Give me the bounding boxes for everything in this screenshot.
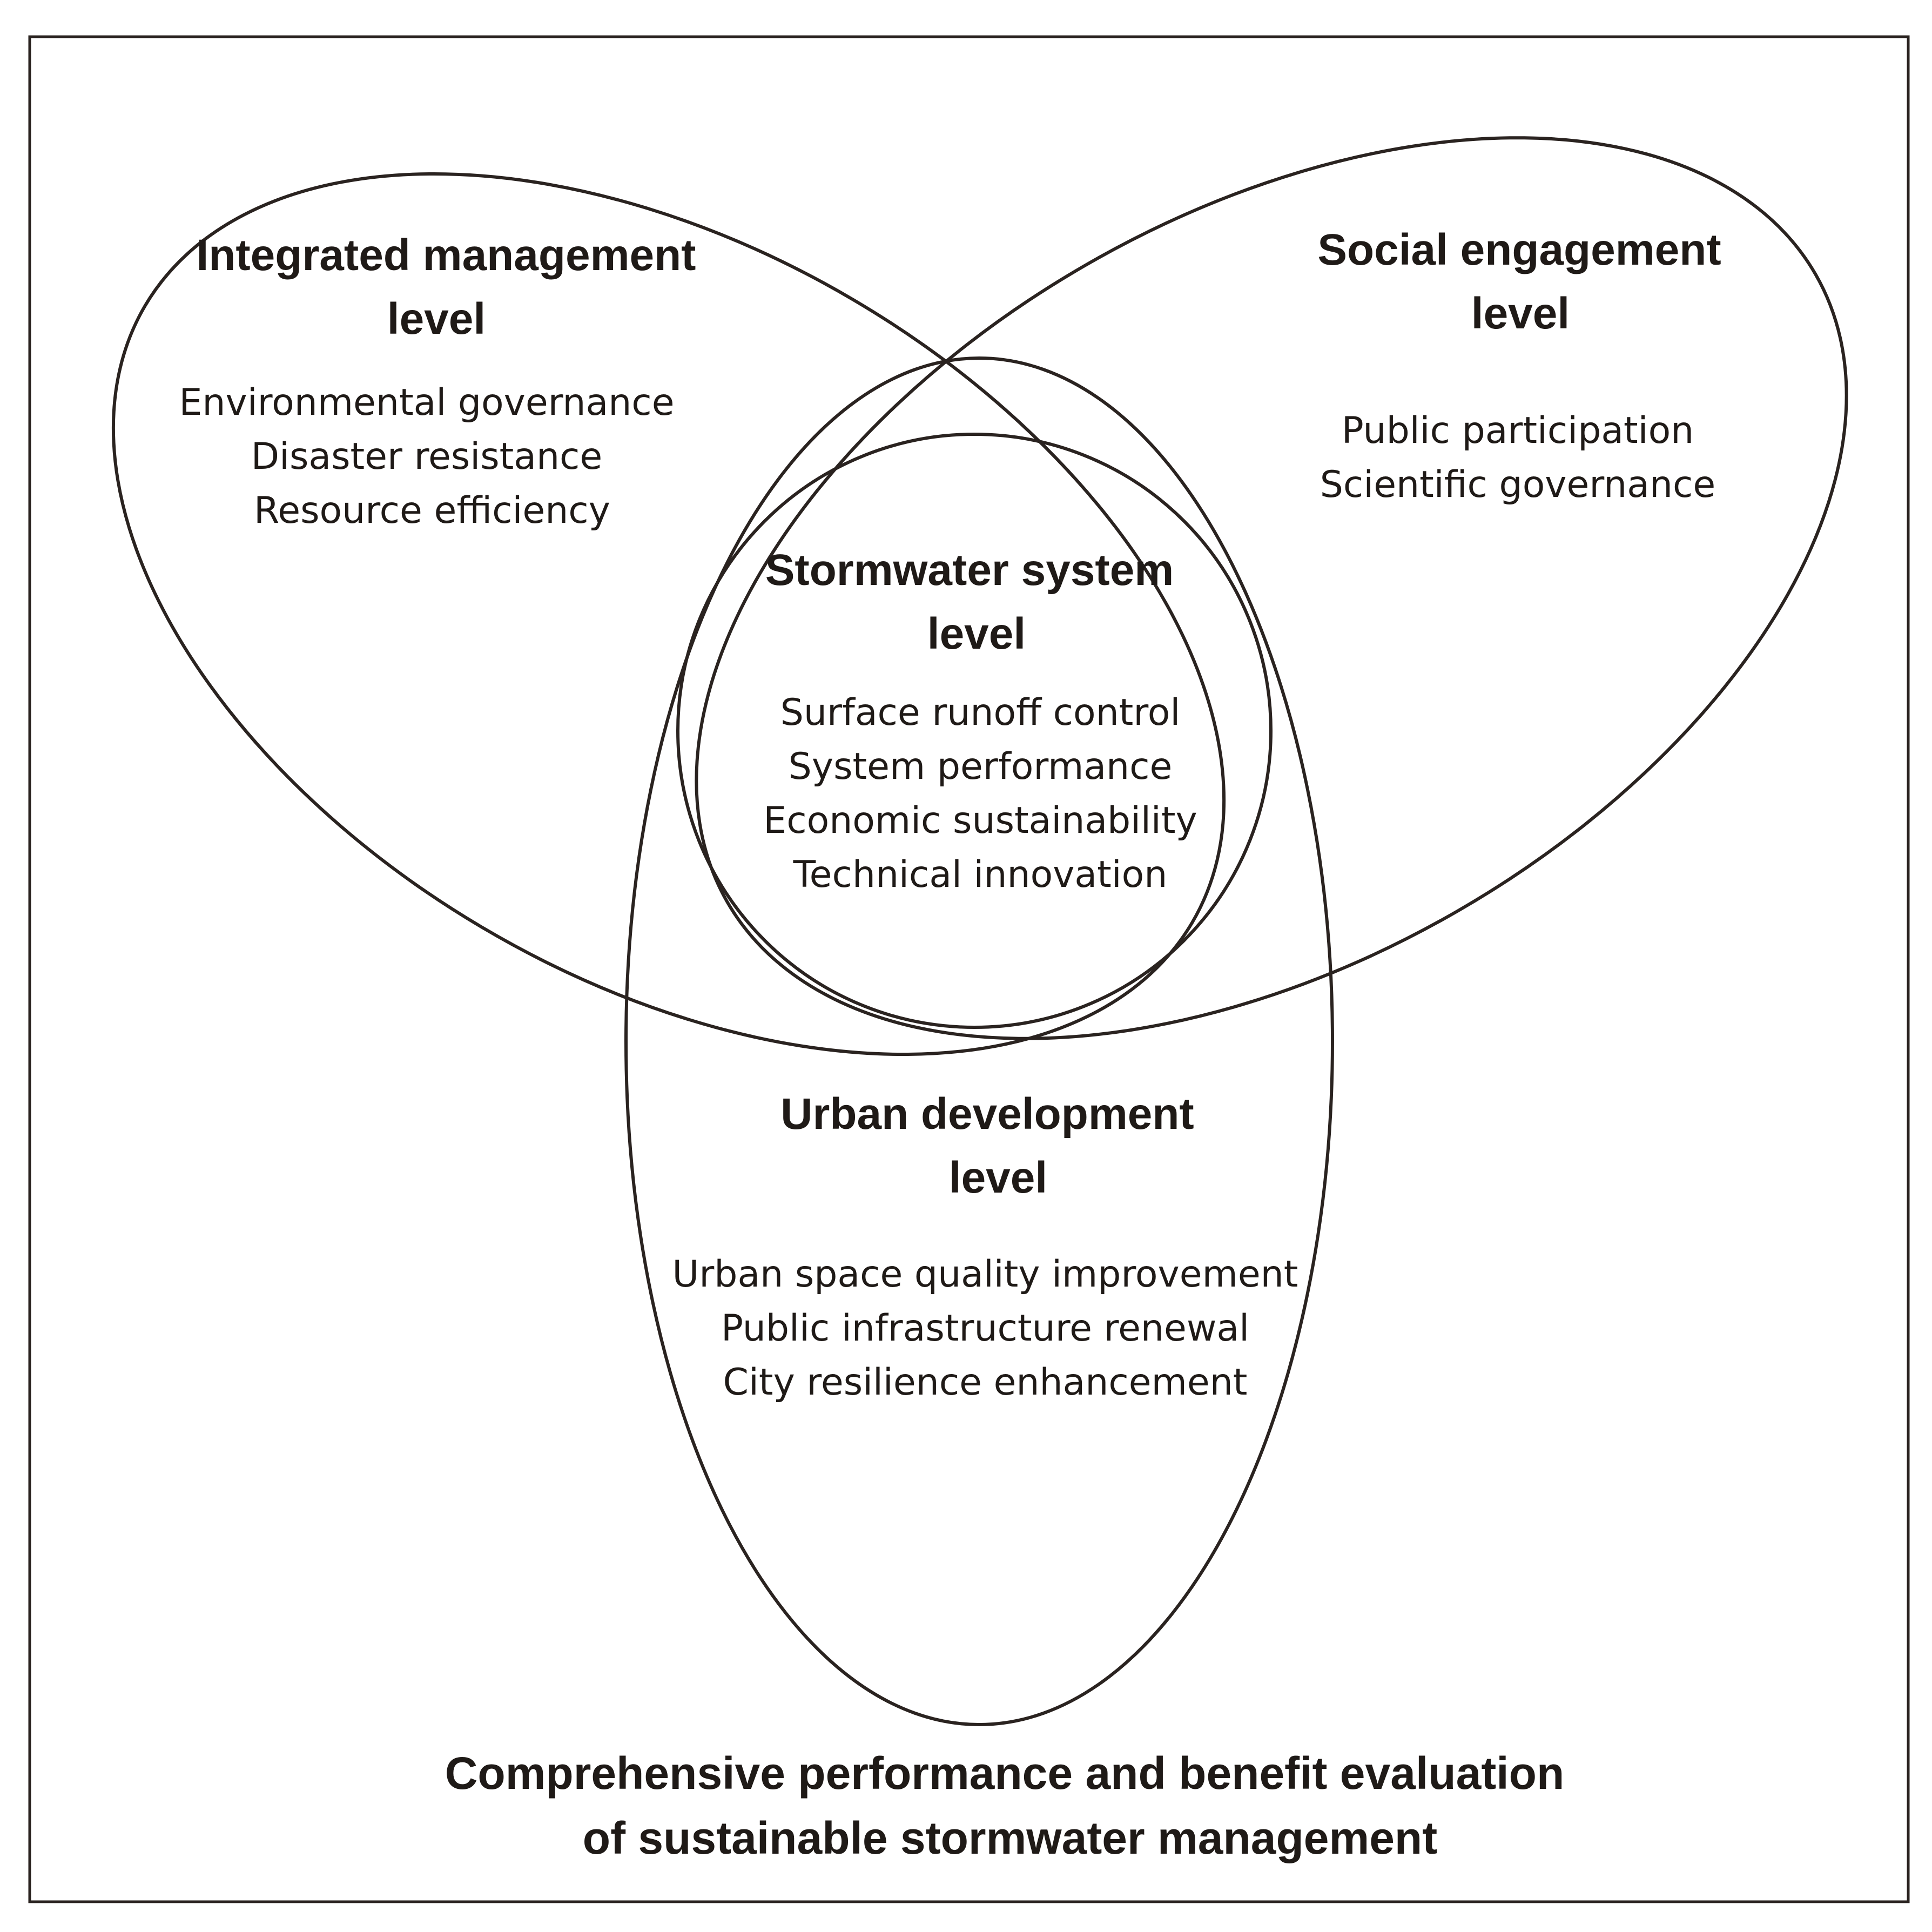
- integrated-management-group: Integrated management level Environmenta…: [179, 231, 696, 532]
- integrated-item: Environmental governance: [179, 381, 674, 424]
- stormwater-item: Economic sustainability: [763, 799, 1197, 842]
- integrated-item: Disaster resistance: [251, 435, 603, 478]
- caption-group: Comprehensive performance and benefit ev…: [445, 1748, 1565, 1863]
- social-item: Scientific governance: [1320, 463, 1715, 506]
- stormwater-system-circle: [676, 433, 1273, 1029]
- social-item: Public participation: [1342, 409, 1694, 452]
- diagram-frame: [28, 35, 1910, 1903]
- urban-title-line2: level: [949, 1153, 1047, 1202]
- urban-title-line1: Urban development: [780, 1089, 1194, 1139]
- caption-line2: of sustainable stormwater management: [583, 1813, 1437, 1863]
- social-engagement-ellipse: [695, 136, 1848, 1040]
- integrated-title-line2: level: [387, 294, 486, 344]
- urban-item: Urban space quality improvement: [672, 1253, 1298, 1296]
- stormwater-item: Surface runoff control: [780, 691, 1181, 734]
- caption-line1: Comprehensive performance and benefit ev…: [445, 1748, 1565, 1799]
- social-engagement-group: Social engagement level Public participa…: [1317, 225, 1721, 506]
- integrated-management-ellipse: [111, 172, 1226, 1056]
- integrated-item: Resource efficiency: [254, 489, 610, 532]
- urban-item: Public infrastructure renewal: [721, 1307, 1249, 1350]
- stormwater-item: System performance: [789, 745, 1173, 788]
- social-title-line1: Social engagement: [1317, 225, 1721, 274]
- stormwater-title-line2: level: [927, 609, 1026, 658]
- stormwater-title-line1: Stormwater system: [765, 546, 1174, 595]
- social-title-line2: level: [1471, 289, 1570, 338]
- stormwater-item: Technical innovation: [793, 853, 1168, 896]
- integrated-title-line1: Integrated management: [197, 231, 696, 280]
- urban-development-ellipse: [624, 356, 1334, 1726]
- stormwater-system-group: Stormwater system level Surface runoff c…: [763, 546, 1197, 896]
- urban-item: City resilience enhancement: [723, 1361, 1248, 1404]
- urban-development-group: Urban development level Urban space qual…: [672, 1089, 1298, 1404]
